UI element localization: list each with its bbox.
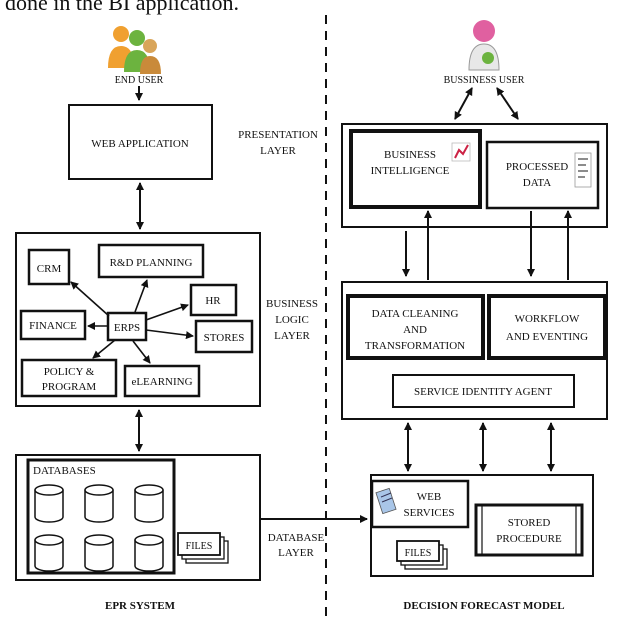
rd-planning-label: R&D PLANNING (110, 257, 193, 269)
business-layer-label-3: LAYER (274, 330, 310, 342)
erps-connections (70, 279, 194, 364)
left-files-label: FILES (186, 541, 213, 552)
web-application-box (68, 104, 213, 180)
workflow-box (487, 294, 607, 360)
database-cylinder-icon (34, 484, 164, 572)
processed-data-label-1: PROCESSED (506, 161, 568, 173)
presentation-layer-label-1: PRESENTATION (238, 129, 318, 141)
policy-label-line2: PROGRAM (42, 381, 97, 393)
hr-label: HR (205, 295, 221, 307)
crm-box (27, 248, 71, 286)
workflow-label-2: AND EVENTING (506, 331, 588, 343)
business-user-icon (468, 20, 500, 71)
crm-label: CRM (37, 263, 62, 275)
decision-model-title: DECISION FORECAST MODEL (403, 600, 564, 612)
finance-box (19, 309, 87, 341)
bi-chart-icon (451, 142, 471, 162)
stored-procedure-label-1: STORED (508, 517, 551, 529)
presentation-layer-label-2: LAYER (260, 145, 296, 157)
stores-label: STORES (204, 332, 245, 344)
arrow-user-processed (496, 87, 519, 120)
web-services-icon (375, 487, 397, 515)
files-icon (396, 540, 448, 570)
database-layer-label-2: LAYER (278, 547, 314, 559)
files-icon (177, 532, 229, 564)
web-services-label-2: SERVICES (403, 507, 454, 519)
finance-label: FINANCE (29, 320, 77, 332)
arrow-user-bi (454, 87, 473, 120)
stores-box (194, 319, 254, 354)
data-cleaning-label-2: AND (403, 324, 427, 336)
caption-text: done in the BI application. (5, 0, 239, 15)
data-list-icon (574, 152, 592, 188)
business-layer-label-1: BUSINESS (266, 298, 318, 310)
policy-label-line1: POLICY & (44, 366, 95, 378)
rd-planning-box (97, 243, 205, 279)
right-files-label: FILES (405, 548, 432, 559)
stored-procedure-label-2: PROCEDURE (496, 533, 562, 545)
data-cleaning-label-1: DATA CLEANING (372, 308, 459, 320)
end-user-icon (108, 26, 161, 74)
databases-label: DATABASES (33, 465, 96, 477)
stored-procedure-box (474, 503, 584, 557)
end-user-label: END USER (115, 75, 164, 86)
data-cleaning-box (346, 294, 485, 360)
elearning-label: eLEARNING (131, 376, 192, 388)
processed-data-label-2: DATA (523, 177, 552, 189)
data-cleaning-label-3: TRANSFORMATION (365, 340, 465, 352)
workflow-label-1: WORKFLOW (515, 313, 580, 325)
bi-label-2: INTELLIGENCE (371, 165, 450, 177)
business-layer-label-2: LOGIC (275, 314, 309, 326)
web-application-label: WEB APPLICATION (91, 138, 189, 150)
elearning-box (123, 364, 201, 398)
business-user-label: BUSSINESS USER (444, 75, 525, 86)
erps-box (106, 311, 148, 342)
service-agent-label: SERVICE IDENTITY AGENT (414, 386, 552, 398)
hr-box (189, 283, 238, 317)
epr-system-title: EPR SYSTEM (105, 600, 176, 612)
service-agent-box (392, 374, 575, 408)
policy-program-box (20, 358, 118, 398)
erps-label: ERPS (114, 322, 140, 334)
bi-label-1: BUSINESS (384, 149, 436, 161)
web-services-label-1: WEB (417, 491, 441, 503)
database-layer-label-1: DATABASE (268, 532, 325, 544)
